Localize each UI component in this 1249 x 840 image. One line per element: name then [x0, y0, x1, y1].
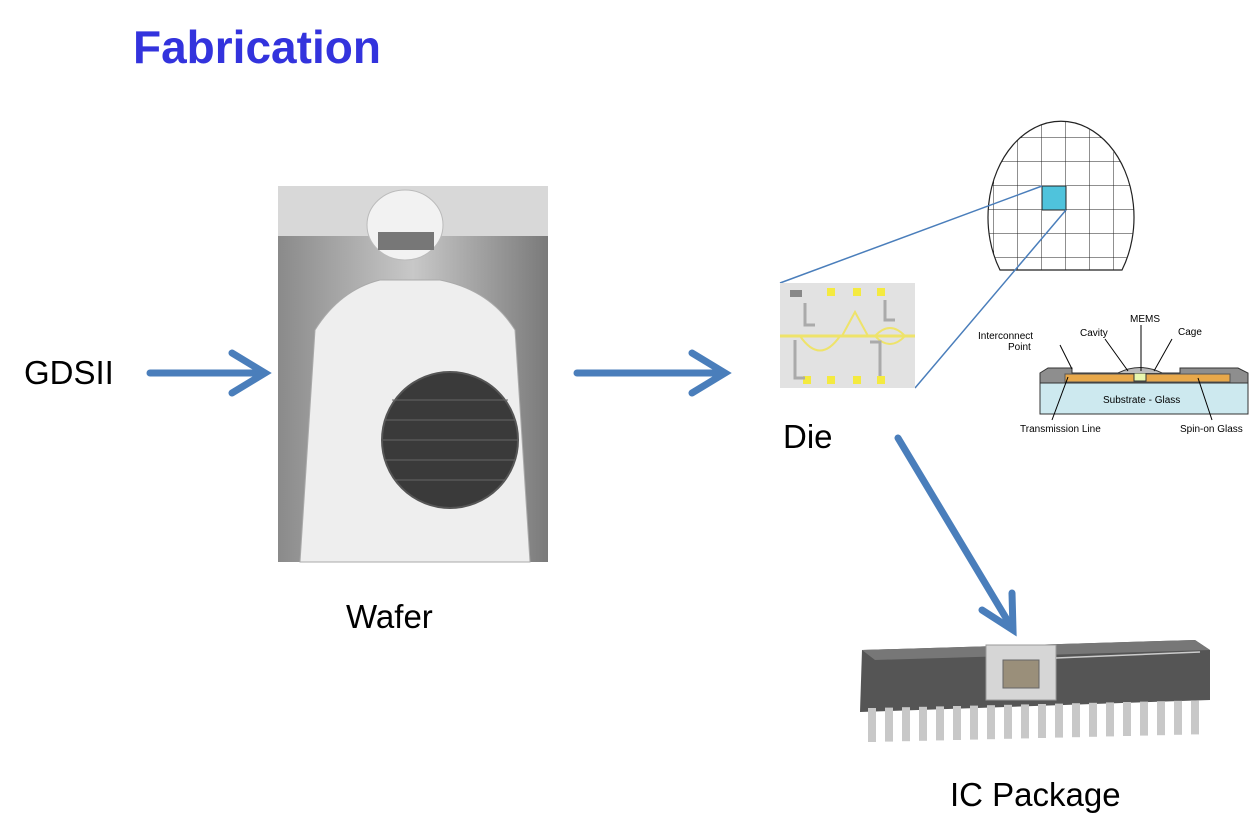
- label-cage: Cage: [1178, 327, 1202, 338]
- ic-pin: [868, 708, 876, 742]
- arrow-die-to-package: [894, 434, 1017, 637]
- ic-pin: [1021, 704, 1029, 739]
- ic-pin: [1123, 702, 1131, 736]
- label-interconnect: Interconnect: [978, 331, 1033, 342]
- ic-pin: [1072, 703, 1080, 738]
- arrow-gdsii-to-wafer: [146, 349, 272, 397]
- die-label: Die: [783, 418, 833, 455]
- ic-pin: [1106, 702, 1114, 737]
- wafer-label: Wafer: [346, 598, 433, 635]
- label-spin-on-glass: Spin-on Glass: [1180, 424, 1243, 435]
- ic-pin: [1055, 703, 1063, 738]
- ic-pin: [885, 707, 893, 742]
- ic-pin: [1140, 701, 1148, 736]
- die-highlight: [1041, 185, 1067, 211]
- gdsii-label: GDSII: [24, 354, 114, 391]
- arrow-wafer-to-die: [573, 349, 732, 397]
- ic-pin: [919, 706, 927, 741]
- slide-title: Fabrication: [133, 21, 381, 73]
- ic-pin: [953, 706, 961, 740]
- ic-pin: [987, 705, 995, 740]
- die-layout-image: [780, 283, 915, 388]
- label-point: Point: [1008, 342, 1031, 353]
- mems-cross-section: Interconnect Point Cavity MEMS Cage Subs…: [978, 314, 1249, 435]
- ic-package-image: [860, 640, 1210, 742]
- ic-pin: [902, 707, 910, 742]
- ic-pin: [936, 706, 944, 741]
- ic-pin: [1191, 700, 1199, 735]
- label-substrate: Substrate - Glass: [1103, 395, 1180, 406]
- label-transmission-line: Transmission Line: [1020, 424, 1101, 435]
- ic-pin: [1004, 704, 1012, 739]
- label-cavity: Cavity: [1080, 328, 1108, 339]
- ic-package-label: IC Package: [950, 776, 1121, 813]
- wafer-photo: [278, 186, 548, 563]
- wafer-grid-diagram: [779, 120, 1135, 389]
- ic-pin: [1174, 700, 1182, 735]
- ic-pin: [1089, 702, 1097, 737]
- ic-pin: [970, 705, 978, 740]
- label-mems: MEMS: [1130, 314, 1160, 325]
- ic-pin: [1038, 704, 1046, 738]
- ic-pin: [1157, 701, 1165, 736]
